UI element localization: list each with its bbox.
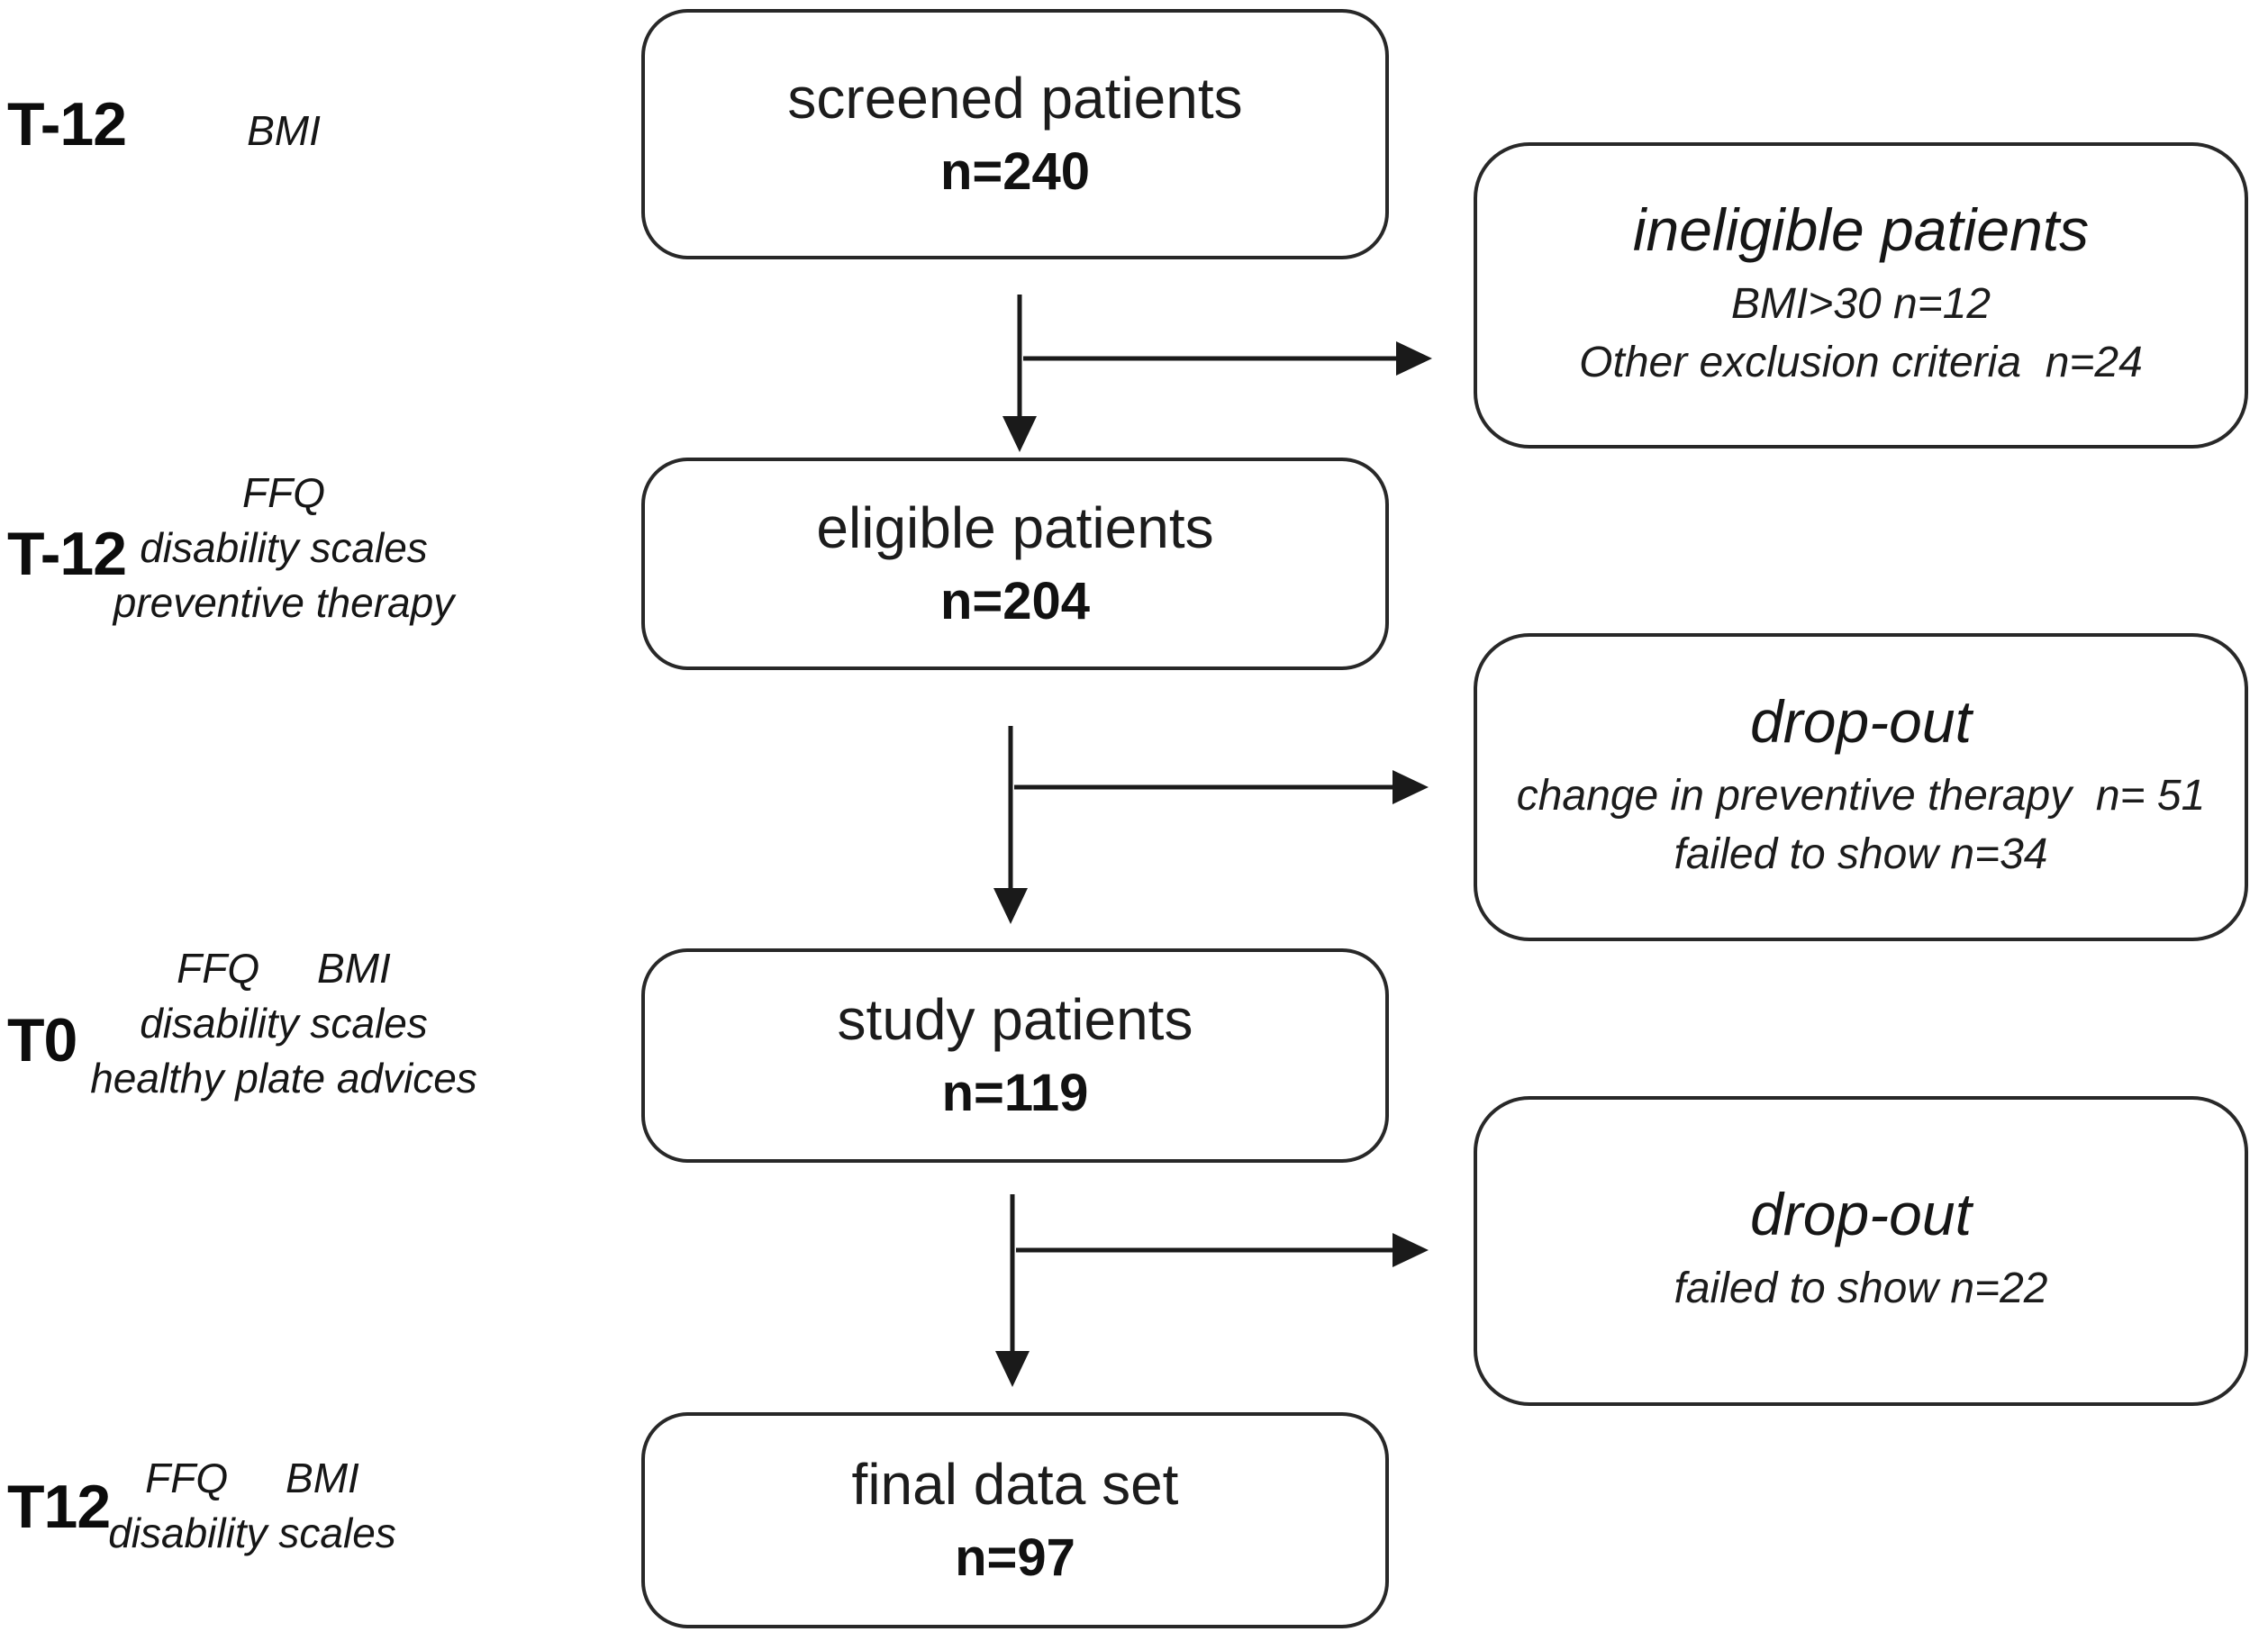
timepoint-t-minus-12-baseline: T-12 bbox=[7, 520, 127, 588]
flow-box-label: final data set bbox=[851, 1452, 1179, 1518]
flow-box-count: n=119 bbox=[941, 1063, 1089, 1122]
arrow-screened-to-eligible bbox=[1002, 295, 1037, 452]
arrow-study-to-final bbox=[995, 1194, 1030, 1387]
side-box-dropout-2: drop-out failed to show n=22 bbox=[1474, 1096, 2248, 1406]
flow-box-count: n=240 bbox=[939, 141, 1091, 201]
flow-box-label: study patients bbox=[837, 987, 1193, 1053]
arrow-branch-to-dropout-1 bbox=[1014, 770, 1429, 804]
side-box-title: drop-out bbox=[1750, 1180, 1972, 1247]
arrow-branch-to-dropout-2 bbox=[1016, 1233, 1429, 1267]
side-box-details: BMI>30 n=12 Other exclusion criteria n=2… bbox=[1579, 279, 2143, 386]
side-box-title: ineligible patients bbox=[1632, 195, 2090, 263]
arrowhead-down-icon bbox=[993, 888, 1028, 924]
flow-box-study-patients: study patients n=119 bbox=[641, 948, 1389, 1163]
timepoint-t-minus-12-screening: T-12 bbox=[7, 90, 127, 159]
measures-label-t0: FFQ BMI disability scales healthy plate … bbox=[90, 945, 477, 1102]
flow-box-count: n=204 bbox=[939, 571, 1091, 630]
timepoint-t12: T12 bbox=[7, 1473, 111, 1541]
arrowhead-right-icon bbox=[1396, 341, 1432, 376]
arrow-eligible-to-study bbox=[993, 726, 1028, 924]
flow-box-final-data-set: final data set n=97 bbox=[641, 1412, 1389, 1628]
side-box-details: change in preventive therapy n= 51 faile… bbox=[1516, 771, 2206, 878]
side-box-dropout-1: drop-out change in preventive therapy n=… bbox=[1474, 633, 2248, 941]
arrowhead-right-icon bbox=[1393, 770, 1429, 804]
arrow-branch-to-ineligible bbox=[1023, 341, 1432, 376]
side-box-details: failed to show n=22 bbox=[1674, 1265, 2048, 1313]
measures-label-screening: BMI bbox=[247, 107, 321, 154]
side-box-ineligible-patients: ineligible patients BMI>30 n=12 Other ex… bbox=[1474, 142, 2248, 449]
flow-box-label: screened patients bbox=[787, 66, 1243, 131]
flow-box-screened-patients: screened patients n=240 bbox=[641, 9, 1389, 259]
measures-label-t12: FFQ BMI disability scales bbox=[108, 1455, 396, 1556]
arrowhead-down-icon bbox=[1002, 416, 1037, 452]
flow-box-eligible-patients: eligible patients n=204 bbox=[641, 458, 1389, 670]
arrowhead-right-icon bbox=[1393, 1233, 1429, 1267]
timepoint-t0: T0 bbox=[7, 1006, 77, 1074]
flow-box-count: n=97 bbox=[955, 1528, 1075, 1587]
side-box-title: drop-out bbox=[1750, 687, 1972, 755]
flow-box-label: eligible patients bbox=[816, 495, 1214, 561]
arrowhead-down-icon bbox=[995, 1351, 1030, 1387]
measures-label-baseline: FFQ disability scales preventive therapy bbox=[113, 469, 455, 626]
